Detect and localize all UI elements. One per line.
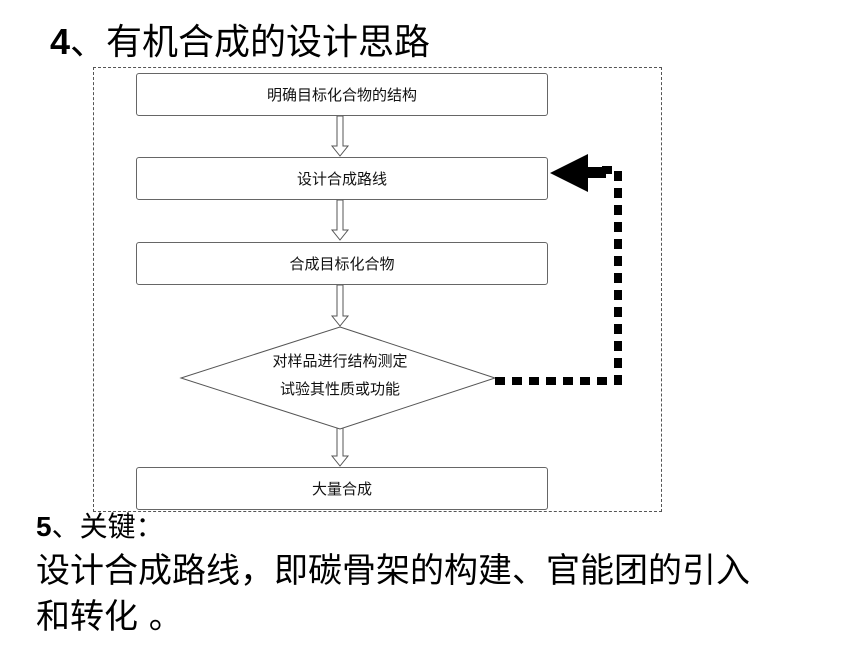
heading-text: 、有机合成的设计思路 [70,22,431,63]
step-box-mass-production: 大量合成 [136,467,548,510]
step-label: 大量合成 [311,480,372,498]
step-label: 合成目标化合物 [289,255,395,273]
decision-diamond [179,326,497,430]
step-label: 设计合成路线 [296,170,387,188]
arrow-step3-to-decision [330,284,350,327]
flowchart-frame [93,67,662,512]
key-description: 设计合成路线，即碳骨架的构建、官能团的引入 和转化 。 [36,548,851,640]
key-heading: 5、关键： [36,510,164,544]
step-box-define-target: 明确目标化合物的结构 [136,73,548,116]
arrow-decision-to-final [330,424,350,467]
decision-line-2: 试验其性质或功能 [279,380,400,398]
step-box-synthesize: 合成目标化合物 [136,242,548,285]
section-heading: 4、有机合成的设计思路 [50,20,430,65]
arrow-step1-to-step2 [330,115,350,157]
heading-number: 4 [50,21,71,62]
key-line-1: 设计合成路线，即碳骨架的构建、官能团的引入 [36,551,750,591]
step-label: 明确目标化合物的结构 [266,86,417,104]
key-line-2: 和转化 。 [36,597,183,637]
decision-line-1: 对样品进行结构测定 [272,352,408,370]
arrow-step2-to-step3 [330,199,350,241]
feedback-arrowhead [550,154,588,192]
feedback-arrow-shaft [586,167,606,178]
key-title-text: 、关键： [51,510,164,543]
step-box-design-route: 设计合成路线 [136,157,548,200]
key-number: 5 [36,511,52,542]
feedback-loop-line [495,166,622,385]
decision-label: 对样品进行结构测定 试验其性质或功能 [250,347,430,403]
